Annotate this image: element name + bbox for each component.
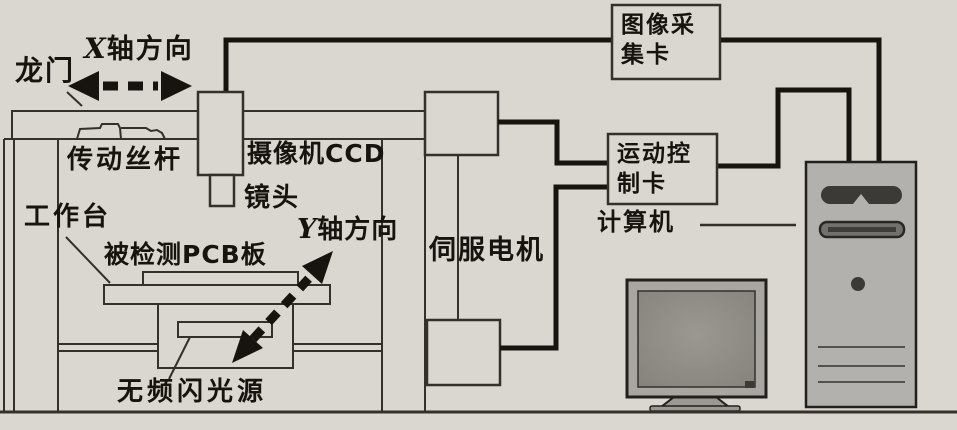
motion-control-card-label: 运动控 制卡 [617,139,692,199]
monitor-screen [637,290,756,388]
x-axis-arrow [68,71,192,101]
monitor-power-led [745,381,754,388]
top-motor-to-control-card-cable [498,119,608,166]
computer-monitor [625,278,768,412]
camera-unit [196,37,612,208]
x-axis-text: 轴方向 [106,34,194,65]
y-axis-text: 轴方向 [317,215,399,245]
control-card-to-computer-cable [717,87,852,169]
x-arrow-left-head [68,71,99,101]
lens-label: 镜头 [244,183,301,213]
y-axis-direction-label: Y轴方向 [297,214,399,245]
y-arrow-top-head [302,251,333,284]
light-source-lamp [177,321,273,338]
y-arrow-dashes [249,271,316,343]
x-arrow-right-head [161,71,192,101]
camera-lens [208,173,236,208]
camera-signal-cable [223,37,612,92]
camera-ccd-label: 摄像机CCD [247,139,386,168]
light-source-leader [168,336,191,380]
motion-control-card-box [606,132,719,206]
tower-vents [818,346,905,383]
table-assembly [103,271,331,369]
gantry-label: 龙门 [15,54,76,87]
image-capture-card-label: 图像采 集卡 [621,10,696,70]
pcb-board [142,271,299,286]
ccd-camera-body [196,90,245,177]
tower-drive-bay-notch [853,194,869,204]
x-axis-letter: X [84,32,106,65]
computer-label: 计算机 [597,208,675,236]
pcb-under-test-label: 被检测PCB板 [104,240,267,269]
capture-card-to-computer-cable [720,37,882,163]
monitor-base [649,405,741,412]
worktable-label: 工作台 [24,202,112,232]
worktable-leader [65,236,111,284]
servo-motor-top [423,90,500,157]
image-capture-card-box [610,3,722,81]
tower-floppy-slot-inner [828,227,896,232]
y-axis-arrow [232,251,333,363]
y-arrow-bottom-head [232,330,263,363]
motion-control-card-line2: 制卡 [617,171,667,197]
image-capture-card-line2: 集卡 [621,42,671,68]
gantry-leader [66,91,83,107]
y-axis-letter: Y [297,214,317,245]
light-source-label: 无频闪光源 [117,377,268,407]
worktable-platform [103,284,331,305]
servo-motor-label: 伺服电机 [429,235,545,266]
lead-screw-carriage [76,123,166,140]
servo-motor-bottom [425,318,502,387]
motion-control-card-line1: 运动控 [617,141,692,167]
tower-power-button [851,277,865,291]
x-axis-direction-label: X轴方向 [84,34,194,64]
computer-tower [804,160,918,409]
image-capture-card-line1: 图像采 [621,12,696,38]
signal-cables [498,37,882,351]
drive-screw-label: 传动丝杆 [67,145,184,175]
bottom-motor-to-control-card-cable [500,184,608,351]
leader-lines [65,91,796,380]
